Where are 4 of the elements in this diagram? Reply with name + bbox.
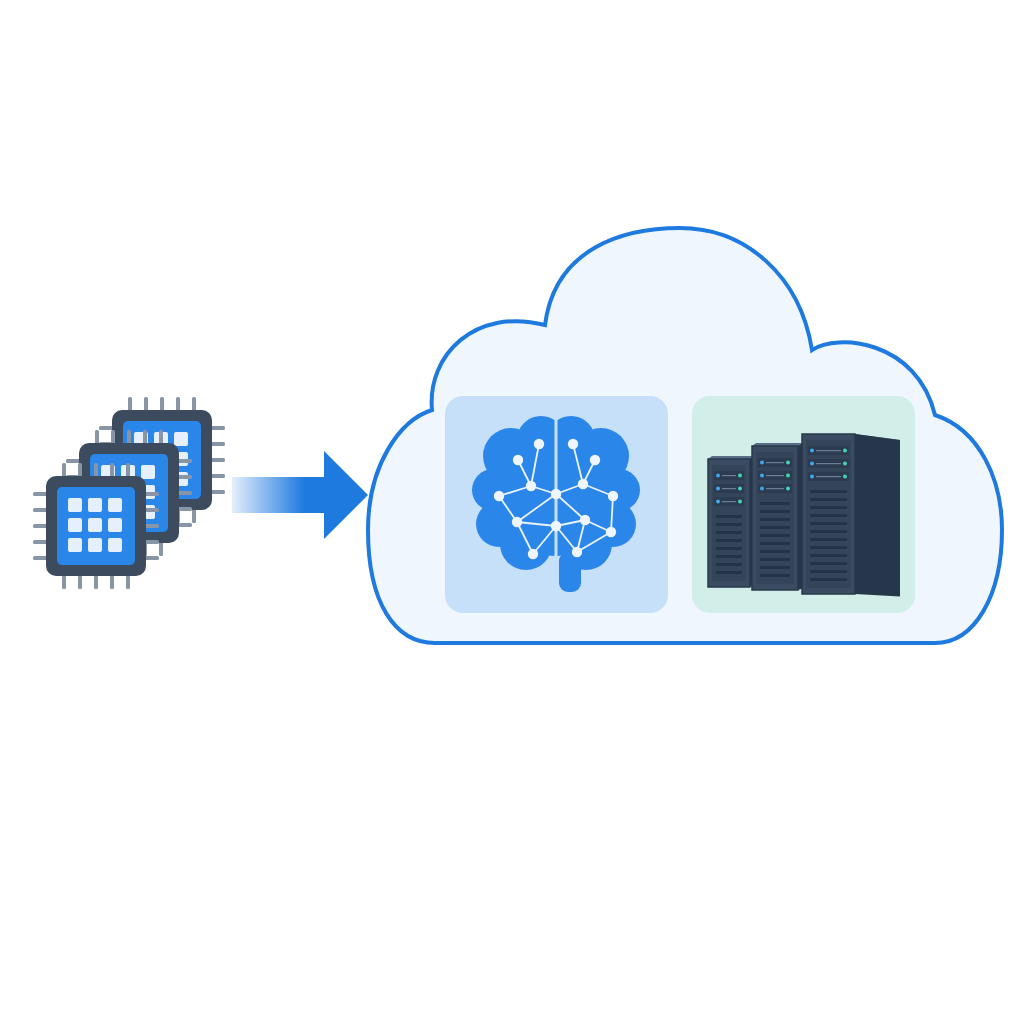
- cloud-shape: [365, 225, 1005, 647]
- arrow: [232, 451, 368, 539]
- server-tile: [692, 396, 915, 613]
- brain-tile: [445, 396, 668, 613]
